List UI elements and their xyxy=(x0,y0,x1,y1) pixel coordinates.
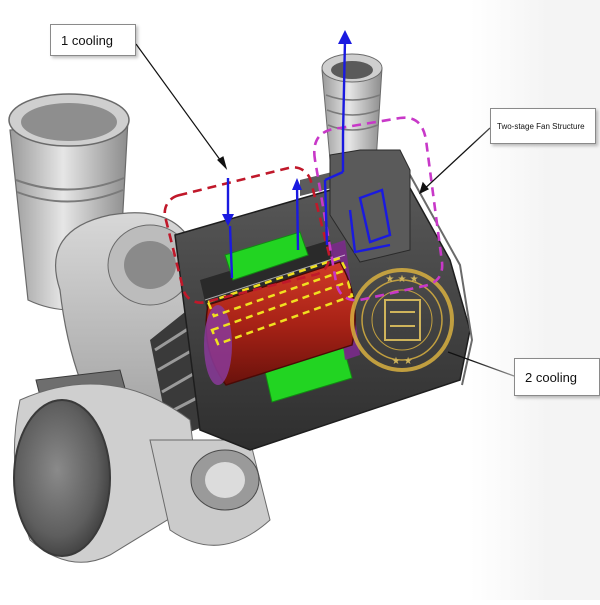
callout-1-cooling: 1 cooling xyxy=(50,24,136,56)
callout-two-stage-fan: Two-stage Fan Structure xyxy=(490,108,596,144)
callout-1-cooling-text: 1 cooling xyxy=(61,32,114,48)
bearing-seal: ★ ★ ★ ★ ★ xyxy=(350,268,454,372)
up-arrow-outlet xyxy=(338,30,352,44)
bell-mouth-inlet xyxy=(13,383,201,563)
magnet-upper xyxy=(224,231,309,281)
mounting-bracket xyxy=(149,439,271,546)
callout-2-cooling-text: 2 cooling xyxy=(525,369,578,385)
callout-2-cooling: 2 cooling xyxy=(514,358,600,396)
background-fade xyxy=(470,0,600,600)
stage1-cooling-outline xyxy=(163,166,331,304)
yellow-flow-guides xyxy=(206,256,354,346)
stage2-fan-outline xyxy=(312,116,444,302)
airflow-arrows xyxy=(222,30,392,279)
callout-two-stage-fan-text: Two-stage Fan Structure xyxy=(497,121,585,131)
svg-text:★ ★: ★ ★ xyxy=(391,356,412,367)
svg-text:★ ★ ★: ★ ★ ★ xyxy=(385,274,418,285)
